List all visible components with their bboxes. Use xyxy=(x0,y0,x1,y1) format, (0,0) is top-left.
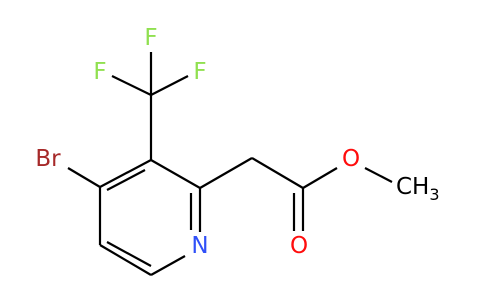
bond-c-o-ester xyxy=(302,167,338,189)
atom-f-left: F xyxy=(93,59,106,85)
bond-cf3-f-right xyxy=(150,75,189,96)
atom-ch3-main: CH xyxy=(396,174,429,200)
bond-ch2-cester xyxy=(251,157,304,189)
bond-c3-c4 xyxy=(99,159,152,188)
bond-c5-c6-inner xyxy=(106,241,152,267)
atom-ch3: CH3 xyxy=(396,174,440,204)
atom-o-carbonyl: O xyxy=(290,233,308,259)
bond-cf3-f-left xyxy=(111,75,152,96)
bond-c4-br xyxy=(67,167,101,188)
atom-br: Br xyxy=(35,146,61,172)
bond-c6-n xyxy=(150,255,186,276)
atom-f-right: F xyxy=(193,59,206,85)
atom-o-ester: O xyxy=(342,146,360,172)
atom-n: N xyxy=(191,233,208,259)
bond-c2-ch2 xyxy=(199,157,253,189)
bond-c3-c4-inner xyxy=(106,169,146,191)
atom-f-top: F xyxy=(144,25,157,51)
bonds xyxy=(67,52,393,276)
atom-labels: F F F Br N O O CH3 xyxy=(35,25,439,259)
bond-c2-c3 xyxy=(150,159,201,189)
bond-c5-c6 xyxy=(99,244,152,276)
atom-ch3-subscript: 3 xyxy=(429,185,439,204)
bond-o-ch3 xyxy=(364,167,393,183)
